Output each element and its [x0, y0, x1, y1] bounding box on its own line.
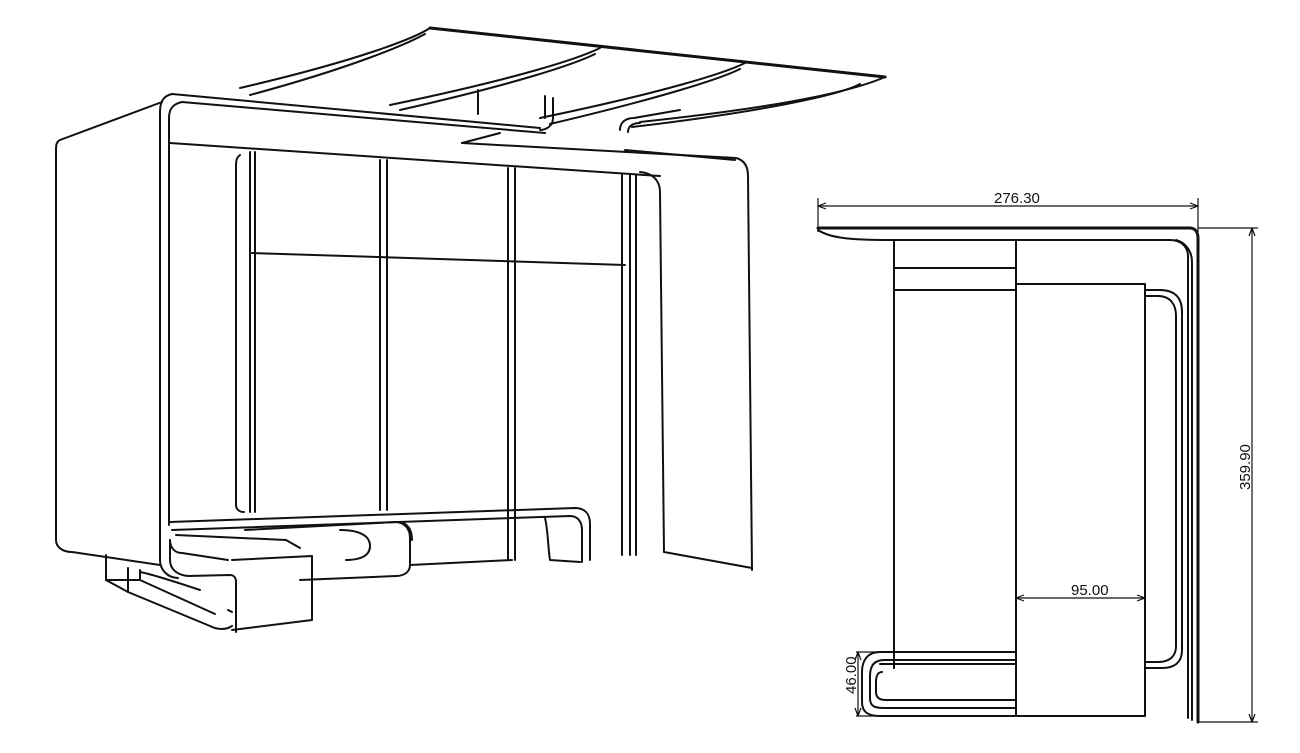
perspective-view	[55, 26, 887, 633]
dimension-label-seat-height: 46.00	[843, 656, 860, 694]
dimension-label-overall-height: 359.90	[1237, 444, 1254, 490]
roof-canopy	[239, 26, 887, 133]
dimension-label-overall-width: 276.30	[994, 190, 1040, 207]
back-wall-glazing	[235, 151, 637, 561]
dimension-side-width: 95.00	[1015, 582, 1146, 602]
dimension-label-side-width: 95.00	[1071, 582, 1109, 599]
dimension-seat-height: 46.00	[843, 651, 880, 717]
side-panel	[893, 239, 1183, 717]
side-elevation: 276.30 359.90 95.00 46.00	[816, 190, 1258, 724]
front-foot	[105, 539, 313, 633]
dimension-overall-width: 276.30	[817, 190, 1199, 232]
left-end-frame	[55, 93, 753, 579]
bench-profile	[861, 651, 1017, 717]
bench	[169, 507, 591, 581]
dimension-overall-height: 359.90	[1198, 227, 1258, 723]
roof-profile	[816, 226, 1200, 724]
